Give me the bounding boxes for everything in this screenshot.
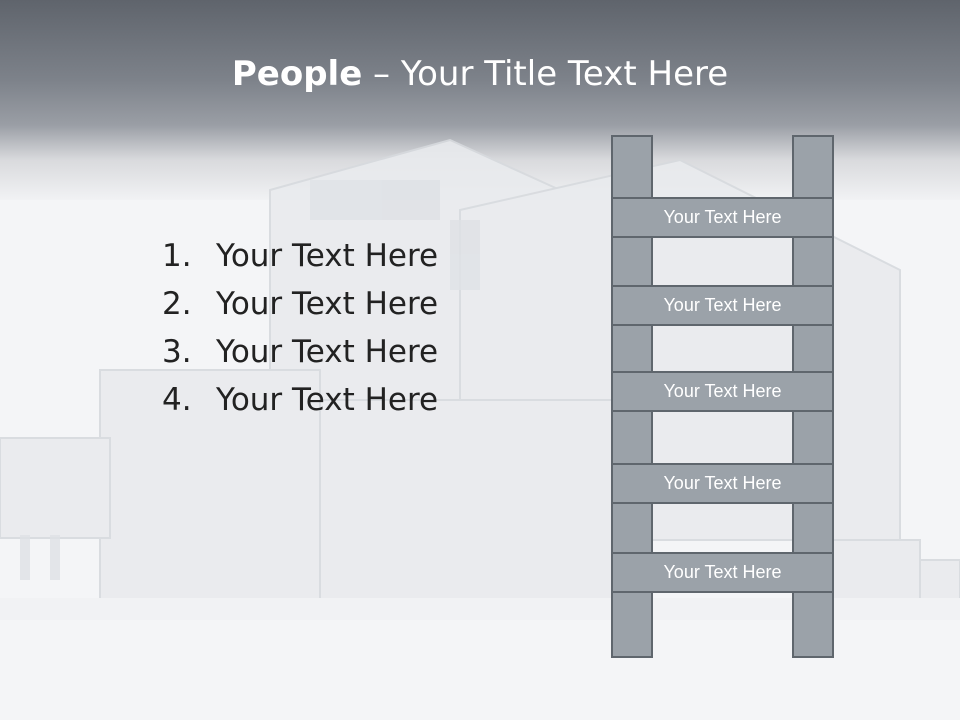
list-item: 2. Your Text Here — [162, 280, 438, 328]
ladder-rung-2: Your Text Here — [611, 285, 834, 326]
title-bold: People — [231, 54, 363, 94]
list-number: 4. — [162, 382, 192, 418]
ladder-rung-3: Your Text Here — [611, 371, 834, 412]
ladder-graphic: Your Text Here Your Text Here Your Text … — [611, 135, 834, 658]
list-number: 2. — [162, 286, 192, 322]
ladder-rung-5: Your Text Here — [611, 552, 834, 593]
list-text: Your Text Here — [216, 382, 439, 418]
list-text: Your Text Here — [216, 286, 439, 322]
list-number: 1. — [162, 238, 192, 274]
list-text: Your Text Here — [216, 334, 439, 370]
list-item: 1. Your Text Here — [162, 232, 438, 280]
list-item: 4. Your Text Here — [162, 376, 438, 424]
list-text: Your Text Here — [216, 238, 439, 274]
ladder-rung-4: Your Text Here — [611, 463, 834, 504]
list-number: 3. — [162, 334, 192, 370]
ladder-rung-1: Your Text Here — [611, 197, 834, 238]
building-background-image — [0, 138, 960, 620]
numbered-list: 1. Your Text Here 2. Your Text Here 3. Your… — [162, 232, 438, 424]
list-item: 3. Your Text Here — [162, 328, 438, 376]
title-rest: – Your Title Text Here — [362, 54, 729, 94]
slide-title: People – Your Title Text Here — [0, 50, 960, 98]
